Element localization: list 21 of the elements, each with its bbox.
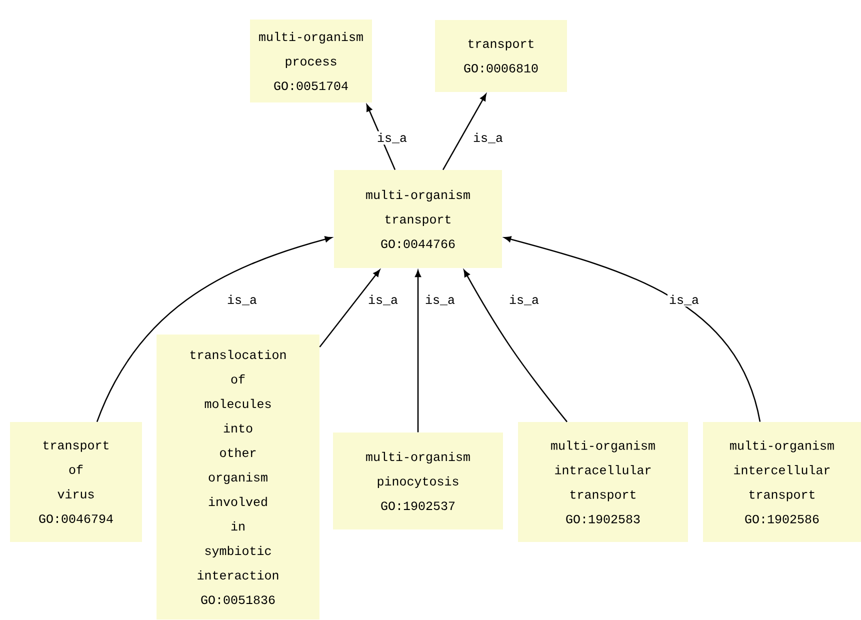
arrow	[464, 270, 568, 422]
term-box: multi-organism transport GO:0044766	[334, 170, 502, 268]
edge-label: is_a	[366, 293, 400, 307]
edge-label: is_a	[226, 293, 258, 307]
term-box: multi-organism pinocytosis GO:1902537	[333, 432, 503, 530]
arrow	[96, 236, 332, 422]
edge-label: is_a	[668, 293, 700, 307]
edge-label: is_a	[376, 131, 408, 145]
term-box: multi-organism intercellular transport GO:1902586	[703, 422, 861, 542]
arrow	[319, 270, 380, 348]
term-box: transport GO:0006810	[435, 20, 567, 92]
term-box: translocation of molecules into other organism involved in symbiotic interaction GO:0051836	[156, 334, 320, 620]
edge-label: is_a	[424, 293, 456, 307]
arrow	[442, 94, 486, 170]
arrow	[415, 270, 421, 432]
term-box: multi-organism intracellular transport GO:1902583	[518, 422, 688, 542]
edge-label: is_a	[508, 293, 540, 307]
term-box: transport of virus GO:0046794	[10, 422, 142, 542]
edge-label: is_a	[472, 131, 504, 145]
arrow	[504, 236, 761, 422]
term-box: multi-organism process GO:0051704	[250, 20, 372, 102]
